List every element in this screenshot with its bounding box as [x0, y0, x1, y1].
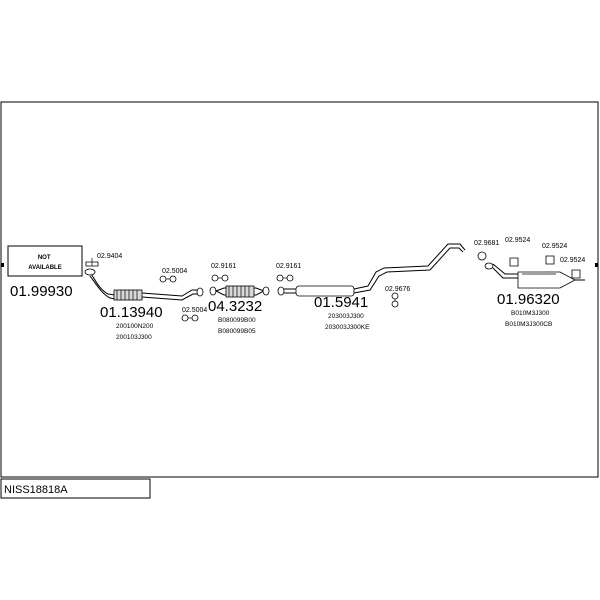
hanger-4	[509, 257, 519, 267]
code-box	[0, 478, 151, 499]
gasket-1	[85, 258, 99, 267]
section-sub-2a: B080099B00	[218, 317, 256, 324]
part-label-3: 02.9161	[211, 263, 236, 270]
section-sub-1b: 200103J300	[116, 334, 152, 341]
side-tick-left	[1, 263, 4, 267]
not-available-label: NOT AVAILABLE	[28, 255, 61, 271]
section-label-0: 01.99930	[10, 283, 73, 300]
hanger-5	[545, 255, 555, 265]
section-sub-3a: 203003J300	[328, 313, 364, 320]
clamp-2	[276, 274, 294, 282]
clamp-1	[211, 274, 229, 282]
not-available-box	[7, 245, 83, 277]
section-sub-4b: B010M3J300CB	[505, 321, 552, 328]
section-label-3: 01.5941	[314, 294, 368, 311]
part-label-7: 02.9524	[505, 237, 530, 244]
part-label-0: 02.9404	[97, 253, 122, 260]
section-label-4: 01.96320	[497, 291, 560, 308]
side-tick-right	[595, 263, 598, 267]
centre-silencer	[277, 243, 466, 297]
section-label-2: 04.3232	[208, 298, 262, 315]
hanger-3	[391, 292, 399, 308]
catalytic-converter	[209, 285, 270, 298]
section-sub-2b: B080099B05	[218, 328, 256, 335]
hanger-6	[571, 269, 581, 279]
part-label-8: 02.9524	[542, 243, 567, 250]
part-label-6: 02.9681	[474, 240, 499, 247]
section-label-1: 01.13940	[100, 304, 163, 321]
front-pipe	[84, 268, 204, 301]
part-label-2: 02.5004	[182, 307, 207, 314]
diagram-frame	[0, 101, 599, 478]
section-sub-1a: 200100N200	[116, 323, 154, 330]
diagram-code: NISS18818A	[4, 484, 68, 496]
gasket-2	[477, 251, 487, 261]
section-sub-3b: 203003J300KE	[325, 324, 370, 331]
part-label-4: 02.9161	[276, 263, 301, 270]
hanger-2	[181, 314, 199, 322]
part-label-1: 02.5004	[162, 268, 187, 275]
section-sub-4a: B010M3J300	[511, 310, 550, 317]
part-label-5: 02.9676	[385, 286, 410, 293]
hanger-1	[159, 275, 177, 283]
rear-silencer	[484, 262, 585, 289]
part-label-9: 02.9524	[560, 257, 585, 264]
